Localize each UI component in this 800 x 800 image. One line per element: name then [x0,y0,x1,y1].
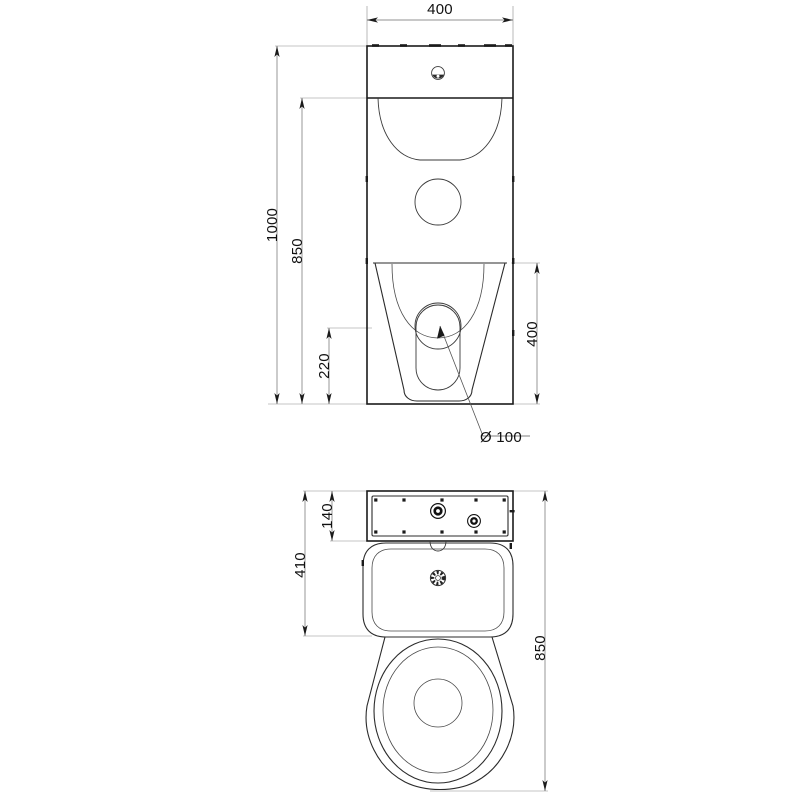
cistern-underside-curve [377,97,503,161]
elevation-extension-lines [268,6,540,405]
dimension-label-width-400: 400 [427,1,453,18]
dimension-label-height-400-right: 400 [524,321,541,347]
flush-button-large-plan [430,503,447,520]
dimension-label-410: 410 [292,552,309,578]
dimension-label-850-plan: 850 [532,635,549,661]
plan-extension-lines [303,490,548,792]
seat-plan-outline [362,540,514,638]
pan-connector-circle [414,178,462,226]
outlet-diameter-callout: Ø 100 [437,325,530,446]
plan-view: 140 410 850 [292,490,549,792]
dimension-height-850: 850 [289,98,306,404]
cistern-plan-outline [366,490,514,542]
dimension-depth-850: 850 [532,491,549,791]
flush-button-icon [431,66,445,80]
cistern-lid-edge-ticks [372,44,512,47]
water-inlet-rosette-icon [429,569,447,587]
flush-button-small-plan [467,514,481,528]
cistern-lid-fixing-dots [374,498,506,534]
plan-edge-nibs [361,510,515,566]
dimension-label-140: 140 [319,503,336,529]
dimension-label-height-1000: 1000 [264,208,281,242]
dimension-height-400-right: 400 [524,263,541,404]
dimension-label-height-850: 850 [289,238,306,264]
outlet-pipe [414,302,462,391]
dimension-label-height-220: 220 [316,353,333,379]
pan-plan-outline [365,636,515,790]
dimension-cistern-depth-140: 140 [319,491,336,541]
front-elevation-view: 400 1000 850 220 400 [264,1,541,446]
dimension-depth-410: 410 [292,491,309,636]
dimension-width-400: 400 [367,1,513,23]
dimension-height-1000: 1000 [264,46,281,404]
elevation-edge-nibs [365,176,515,336]
dimension-label-diameter-100: Ø 100 [480,429,522,446]
dimension-height-220: 220 [316,328,333,404]
